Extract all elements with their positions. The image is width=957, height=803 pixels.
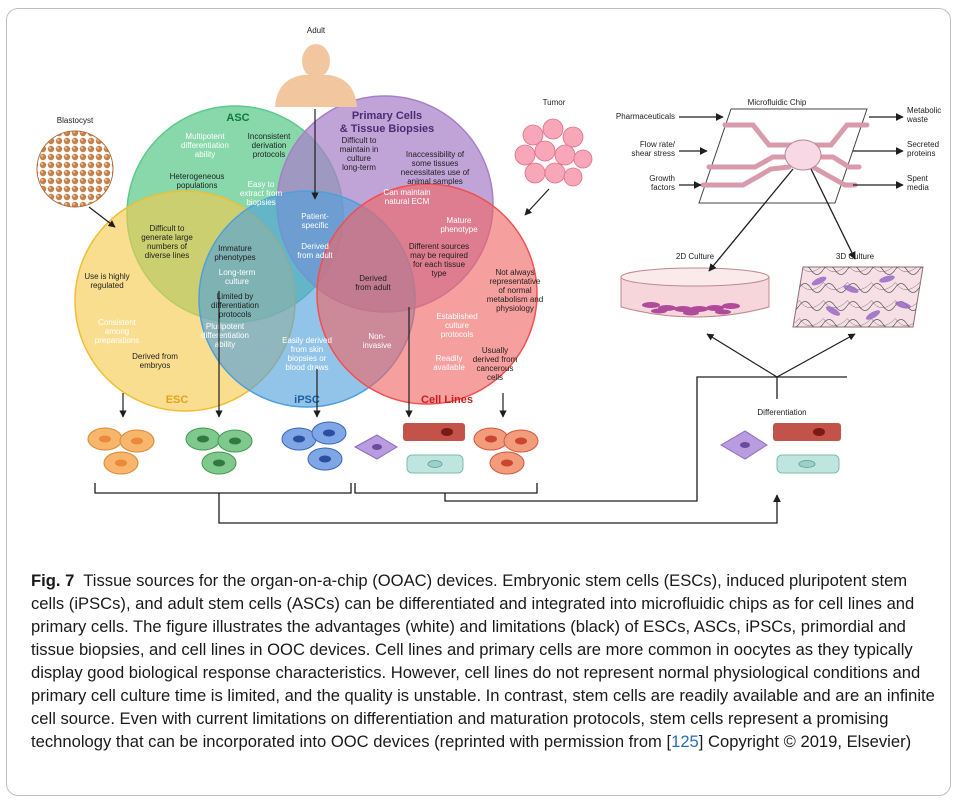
chip-title: Microfluidic Chip — [748, 98, 807, 107]
cell-arrows — [119, 291, 507, 418]
primary-cells-group — [353, 423, 465, 474]
to-3d-arrow — [776, 333, 856, 378]
primary-title-2: & Tissue Biopsies — [340, 123, 435, 135]
asc-title: ASC — [226, 112, 249, 124]
chip-input-label: Flow rate/shear stress — [631, 140, 675, 158]
reference-link[interactable]: 125 — [671, 732, 699, 751]
statement-patient-specific: Patient-specific — [301, 212, 329, 230]
blastocyst-icon: Blastocyst — [36, 116, 114, 208]
blastocyst-arrow — [88, 206, 116, 228]
to-2d-arrow — [706, 333, 778, 378]
caption-text: Tissue sources for the organ-on-a-chip (… — [31, 571, 935, 751]
adult-label: Adult — [307, 26, 326, 35]
differentiation-label: Differentiation — [757, 408, 806, 417]
figure-diagram: ASC Primary Cells & Tissue Biopsies ESC … — [36, 26, 941, 524]
adult-icon: Adult — [275, 26, 357, 107]
figure-caption: Fig. 7 Tissue sources for the organ-on-a… — [31, 569, 936, 753]
asc-cells — [185, 427, 253, 475]
ipsc-title: iPSC — [294, 394, 320, 406]
chip-arrows — [679, 113, 904, 272]
primary-title-1: Primary Cells — [352, 110, 422, 122]
ipsc-cells — [281, 421, 347, 471]
tumor-icon: Tumor — [514, 98, 593, 187]
statement-non-invasive: Non-invasive — [363, 332, 392, 350]
tumor-label: Tumor — [543, 98, 566, 107]
figure-frame: ASC Primary Cells & Tissue Biopsies ESC … — [6, 8, 951, 796]
cell-lines-circle — [316, 183, 538, 405]
caption-text-end: ] Copyright © 2019, Elsevier) — [698, 732, 912, 751]
3d-culture-label: 3D Culture — [836, 252, 875, 261]
3d-culture-scaffold — [792, 266, 924, 328]
venn-diagram — [74, 95, 538, 412]
differentiation-cells — [720, 423, 841, 474]
caption-label: Fig. 7 — [31, 571, 75, 590]
chip-input-label: Pharmaceuticals — [616, 112, 675, 121]
esc-cells — [87, 427, 155, 475]
blastocyst-label: Blastocyst — [57, 116, 94, 125]
cell-lines-cells — [473, 427, 539, 475]
2d-culture-dish — [620, 267, 770, 318]
tumor-arrow — [524, 188, 550, 216]
microfluidic-chip — [698, 108, 870, 204]
bracket-lines — [94, 376, 847, 524]
cell-lines-title: Cell Lines — [421, 394, 473, 406]
esc-title: ESC — [166, 394, 189, 406]
2d-culture-label: 2D Culture — [676, 252, 715, 261]
